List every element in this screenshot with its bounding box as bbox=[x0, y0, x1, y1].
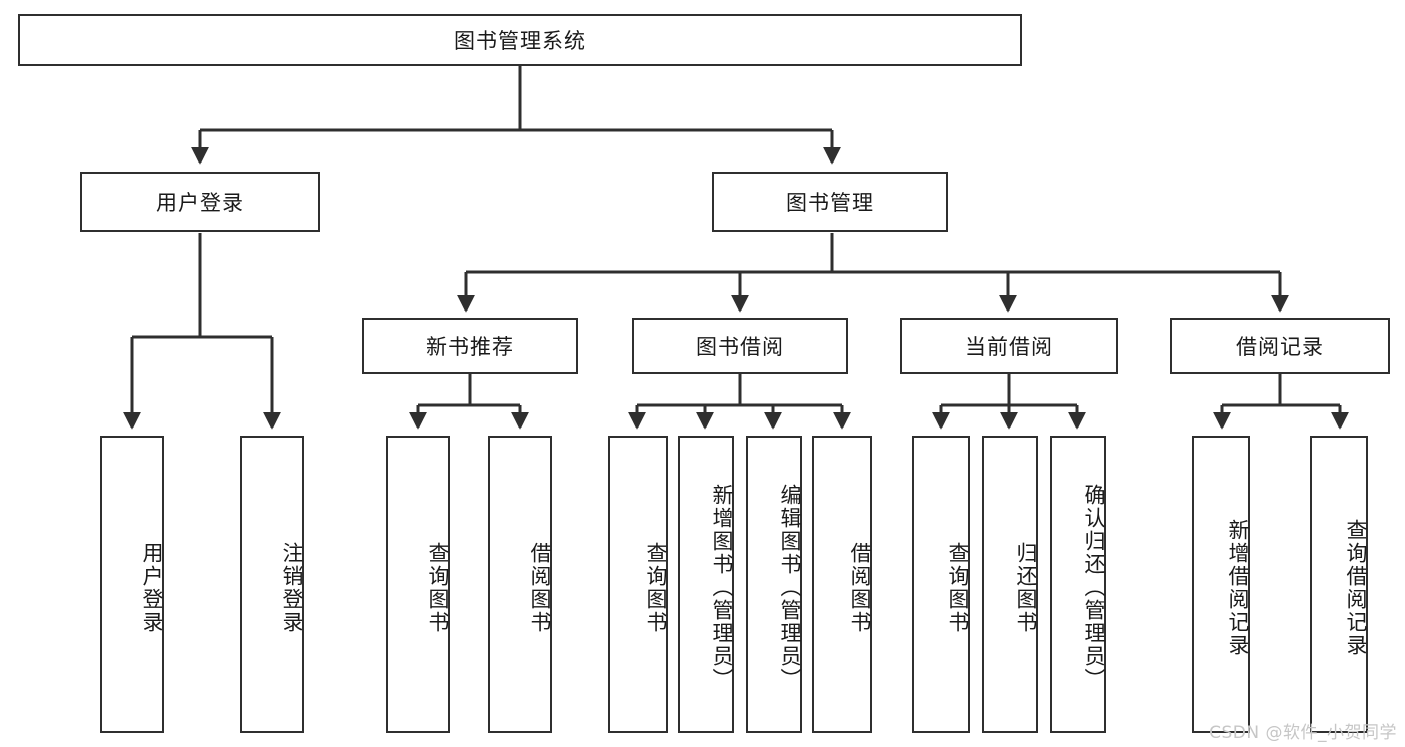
leaf-query-book-recommend-label: 查询图书 bbox=[426, 541, 450, 634]
leaf-query-book-recommend[interactable]: 查询图书 bbox=[386, 436, 450, 733]
leaf-query-book-current[interactable]: 查询图书 bbox=[912, 436, 970, 733]
leaf-confirm-return-admin[interactable]: 确认归还（管理员） bbox=[1050, 436, 1106, 733]
leaf-query-borrow-record-label: 查询借阅记录 bbox=[1344, 518, 1368, 657]
node-root-label: 图书管理系统 bbox=[454, 29, 586, 53]
leaf-return-book-label: 归还图书 bbox=[1014, 541, 1038, 634]
leaf-borrow-book-recommend-label: 借阅图书 bbox=[528, 541, 552, 634]
leaf-add-borrow-record-label: 新增借阅记录 bbox=[1226, 518, 1250, 657]
node-new-book-recommend-label: 新书推荐 bbox=[426, 335, 514, 359]
node-user-login[interactable]: 用户登录 bbox=[80, 172, 320, 232]
leaf-add-borrow-record[interactable]: 新增借阅记录 bbox=[1192, 436, 1250, 733]
leaf-add-book-admin-label: 新增图书（管理员） bbox=[710, 484, 734, 691]
node-book-management[interactable]: 图书管理 bbox=[712, 172, 948, 232]
csdn-watermark: CSDN @软件_小贺同学 bbox=[1209, 723, 1397, 743]
leaf-user-login-label: 用户登录 bbox=[140, 541, 164, 634]
leaf-edit-book-admin[interactable]: 编辑图书（管理员） bbox=[746, 436, 802, 733]
leaf-user-login[interactable]: 用户登录 bbox=[100, 436, 164, 733]
node-new-book-recommend[interactable]: 新书推荐 bbox=[362, 318, 578, 374]
node-borrow-record[interactable]: 借阅记录 bbox=[1170, 318, 1390, 374]
node-book-borrow-label: 图书借阅 bbox=[696, 335, 784, 359]
leaf-borrow-book-label: 借阅图书 bbox=[848, 541, 872, 634]
node-user-login-label: 用户登录 bbox=[156, 191, 244, 215]
leaf-query-book-borrow-label: 查询图书 bbox=[644, 541, 668, 634]
leaf-add-book-admin[interactable]: 新增图书（管理员） bbox=[678, 436, 734, 733]
leaf-return-book[interactable]: 归还图书 bbox=[982, 436, 1038, 733]
node-current-borrow[interactable]: 当前借阅 bbox=[900, 318, 1118, 374]
leaf-logout-label: 注销登录 bbox=[280, 541, 304, 634]
leaf-borrow-book[interactable]: 借阅图书 bbox=[812, 436, 872, 733]
leaf-query-book-borrow[interactable]: 查询图书 bbox=[608, 436, 668, 733]
leaf-query-borrow-record[interactable]: 查询借阅记录 bbox=[1310, 436, 1368, 733]
node-current-borrow-label: 当前借阅 bbox=[965, 335, 1053, 359]
leaf-logout[interactable]: 注销登录 bbox=[240, 436, 304, 733]
node-borrow-record-label: 借阅记录 bbox=[1236, 335, 1324, 359]
leaf-query-book-current-label: 查询图书 bbox=[946, 541, 970, 634]
node-root[interactable]: 图书管理系统 bbox=[18, 14, 1022, 66]
leaf-edit-book-admin-label: 编辑图书（管理员） bbox=[778, 484, 802, 691]
node-book-management-label: 图书管理 bbox=[786, 191, 874, 215]
leaf-confirm-return-admin-label: 确认归还（管理员） bbox=[1082, 484, 1106, 691]
node-book-borrow[interactable]: 图书借阅 bbox=[632, 318, 848, 374]
leaf-borrow-book-recommend[interactable]: 借阅图书 bbox=[488, 436, 552, 733]
